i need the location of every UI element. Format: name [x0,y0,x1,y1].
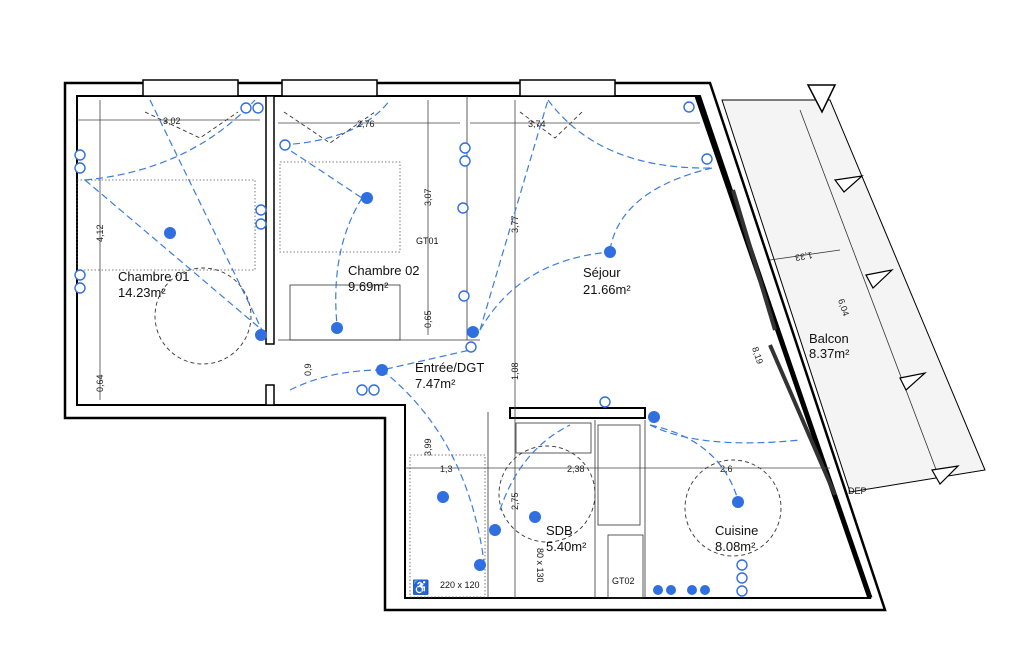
outlet-icon [599,396,611,408]
outlet-icon [368,384,380,396]
dim-label: 0,64 [95,374,105,392]
switch-icon [331,322,343,334]
dimension-lines [77,100,830,598]
electrical-wiring [84,99,801,571]
outlet-icon [356,384,368,396]
room-area-cuisine: 8.08m² [715,539,756,554]
room-name-cuisine: Cuisine [715,523,758,538]
ceiling-light-icon [164,227,176,239]
dim-label: 3,99 [423,438,433,456]
room-area-chambre-02: 9.69m² [348,279,389,294]
dim-label: 0,65 [423,310,433,328]
outlet-icon [255,218,267,230]
outlet-icon [700,585,710,595]
dim-label: 3,02 [163,116,181,126]
outlet-icon [74,282,86,294]
balcony [721,84,986,493]
room-name-sejour: Séjour [583,265,621,280]
outlet-icon [240,102,252,114]
dim-label: 3,77 [510,215,520,233]
room-area-chambre-01: 14.23m² [118,285,166,300]
outlet-icon [74,269,86,281]
switch-icon [474,559,486,571]
dim-label: 3,07 [423,188,433,206]
dim-label: 2,6 [720,464,733,474]
outlet-icon [459,155,471,167]
outlet-icon [736,559,748,571]
outlet-icon [74,149,86,161]
outlet-icon [252,102,264,114]
dim-label: 3,74 [528,119,546,129]
gt01-label: GT01 [416,236,439,246]
room-name-chambre-02: Chambre 02 [348,263,420,278]
outlet-icon [457,202,469,214]
outlet-icon [465,341,477,353]
outlet-icon [701,153,713,165]
outlet-icon [255,204,267,216]
dim-label: 1,3 [440,464,453,474]
outlet-icon [666,585,676,595]
room-area-balcon: 8.37m² [809,346,850,361]
ceiling-light-icon [376,364,388,376]
misc-labels: GT01 GT02 DEP 220 x 120 80 x 130 ♿ [412,236,867,596]
outlet-icon [74,162,86,174]
dim-label: 2,76 [357,119,375,129]
room-name-sdb: SDB [546,523,573,538]
room-name-entree: Entrée/DGT [415,360,484,375]
ceiling-light-icon [529,511,541,523]
switch-icon [648,411,660,423]
outlet-icon [736,572,748,584]
dim-label: 1,08 [510,362,520,380]
switch-icon [255,329,267,341]
switch-icon [467,326,479,338]
dep-label: DEP [848,486,867,496]
room-area-sdb: 5.40m² [546,539,587,554]
outlet-icon [687,585,697,595]
wheelchair-icon: ♿ [412,579,429,596]
ceiling-light-icon [732,496,744,508]
room-name-balcon: Balcon [809,331,849,346]
dim-label: 0,9 [303,363,313,376]
dim-label: 1,33 [794,250,813,263]
dim-label: 4,12 [95,224,105,242]
outlet-icon [279,139,291,151]
ceiling-light-icon [361,192,373,204]
outlet-icon [683,101,695,113]
outlet-icon [458,290,470,302]
outlet-icon [653,585,663,595]
electrical-symbols [74,101,748,597]
shower-size-label: 220 x 120 [440,580,480,590]
outlet-icon [459,142,471,154]
tub-size-label: 80 x 130 [535,548,545,583]
interior-walls [265,95,646,598]
dim-label: 2,75 [510,492,520,510]
dim-label: 2,38 [567,464,585,474]
room-area-entree: 7.47m² [415,376,456,391]
ceiling-light-icon [604,246,616,258]
room-name-chambre-01: Chambre 01 [118,269,190,284]
switch-icon [489,524,501,536]
gt02-label: GT02 [612,576,635,586]
room-area-sejour: 21.66m² [583,282,631,297]
ceiling-light-icon [437,491,449,503]
furniture [76,111,782,599]
outlet-icon [736,585,748,597]
room-labels: Chambre 01 14.23m² Chambre 02 9.69m² Séj… [118,263,850,554]
